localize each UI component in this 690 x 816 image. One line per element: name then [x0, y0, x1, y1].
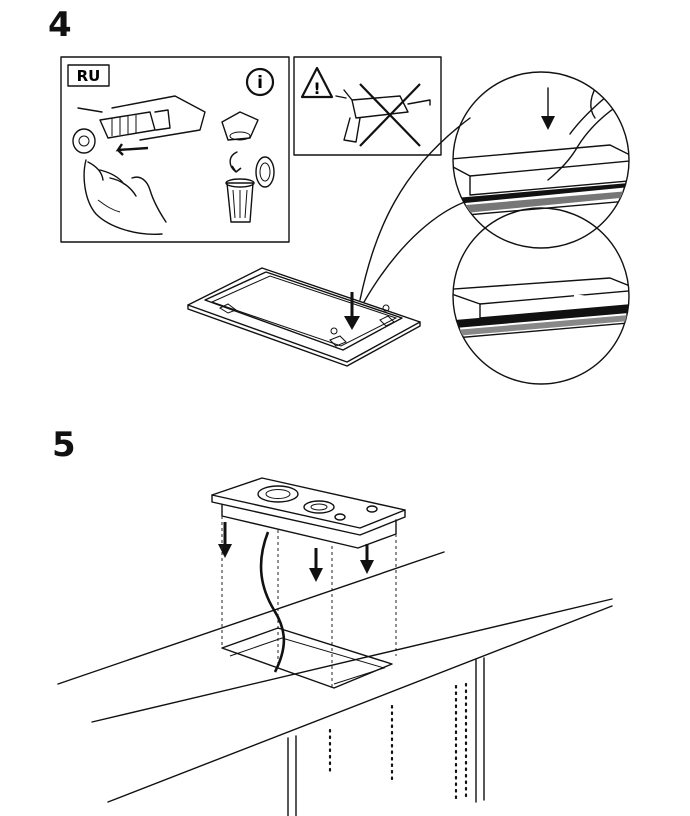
- step-5-number: 5: [52, 425, 76, 465]
- no-sealant-warning-panel: !: [293, 56, 442, 156]
- gasket-joint-detail: [452, 207, 630, 385]
- hob-installation-illustration: [57, 477, 613, 816]
- svg-text:i: i: [257, 73, 263, 93]
- warning-triangle-icon: !: [300, 66, 334, 99]
- cross-icon: [359, 83, 421, 147]
- hob-illustration: [211, 477, 406, 549]
- step-4-number: 4: [48, 5, 72, 45]
- gas-nozzle-illustration: [77, 95, 206, 156]
- down-arrow-icon: [218, 522, 374, 582]
- hand-illustration: [72, 128, 167, 236]
- region-label: RU: [77, 67, 101, 85]
- nozzle-cap-illustration: [221, 111, 259, 173]
- info-icon: i: [245, 67, 275, 97]
- sealant-gun-icon: [335, 89, 431, 143]
- nozzle-replacement-panel: RU i: [60, 56, 290, 243]
- trash-bin-icon: [225, 178, 255, 223]
- svg-text:!: !: [313, 79, 320, 98]
- gasket-ring-illustration: [255, 156, 275, 188]
- hob-underside-illustration: [187, 117, 471, 367]
- gasket-application-detail: [452, 71, 630, 249]
